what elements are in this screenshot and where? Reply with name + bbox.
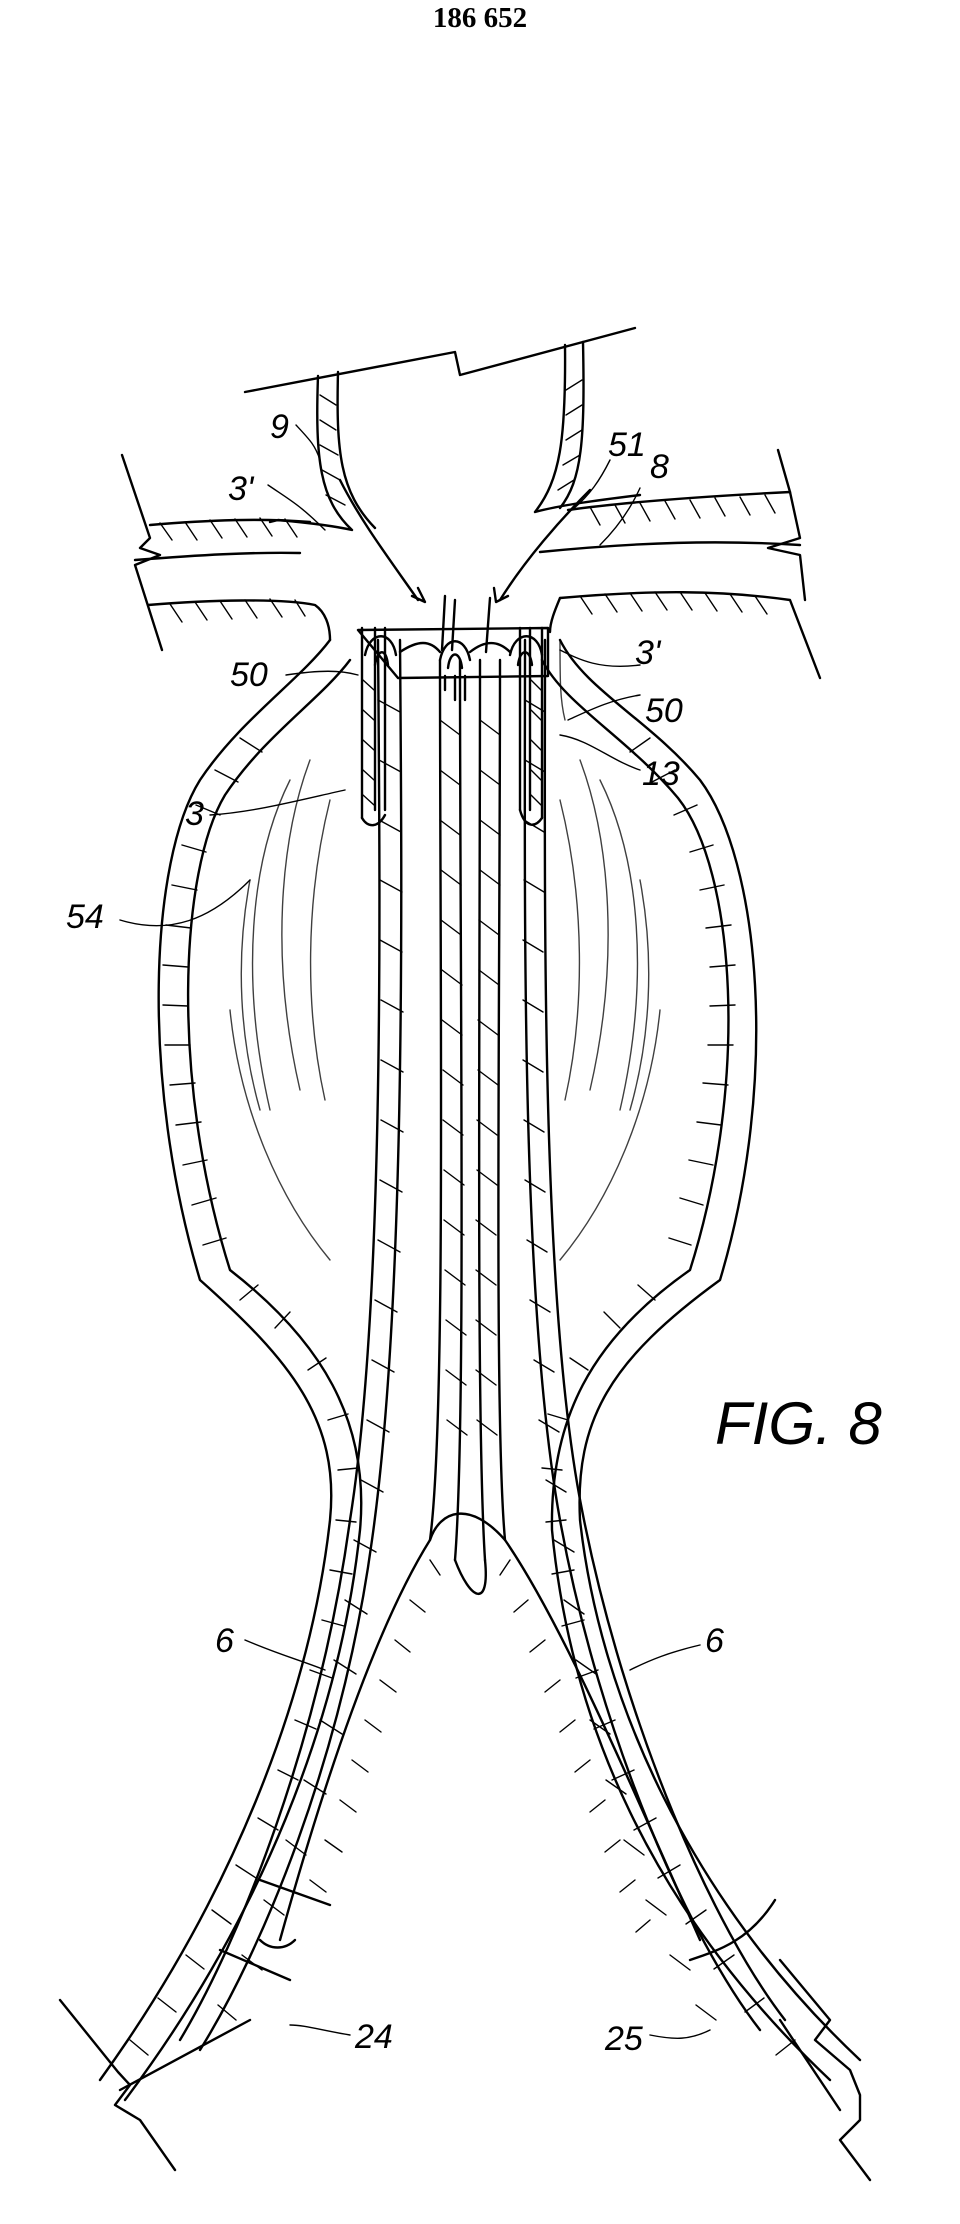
- graft-limbs: [178, 638, 787, 2052]
- label-6-left: 6: [215, 1622, 234, 1660]
- document-number: 186 652: [432, 2, 528, 34]
- label-25: 25: [604, 2020, 643, 2058]
- label-3-prime-right: 3': [635, 634, 662, 672]
- aneurysm-sac: [98, 638, 862, 2102]
- vessel-break-lines: [58, 1958, 872, 2182]
- label-13: 13: [642, 755, 680, 793]
- label-54: 54: [66, 898, 104, 936]
- reference-labels: 9 3' 51 8 3' 50 50 13 3 54 FIG. 8 6 6 24…: [66, 408, 882, 2058]
- label-50-right: 50: [645, 692, 683, 730]
- label-3: 3: [185, 795, 204, 833]
- leader-lines: [119, 424, 711, 2039]
- label-50-left: 50: [230, 656, 268, 694]
- figure-caption: FIG. 8: [715, 1390, 882, 1457]
- label-6-right: 6: [705, 1622, 724, 1660]
- label-8: 8: [650, 448, 669, 486]
- label-3-prime-left: 3': [228, 470, 255, 508]
- label-9: 9: [270, 408, 289, 446]
- proximal-stent: [356, 594, 550, 827]
- label-24: 24: [354, 2018, 393, 2056]
- label-51: 51: [608, 426, 646, 464]
- upper-aorta-segment: [120, 326, 822, 680]
- flow-arrows: [338, 478, 592, 604]
